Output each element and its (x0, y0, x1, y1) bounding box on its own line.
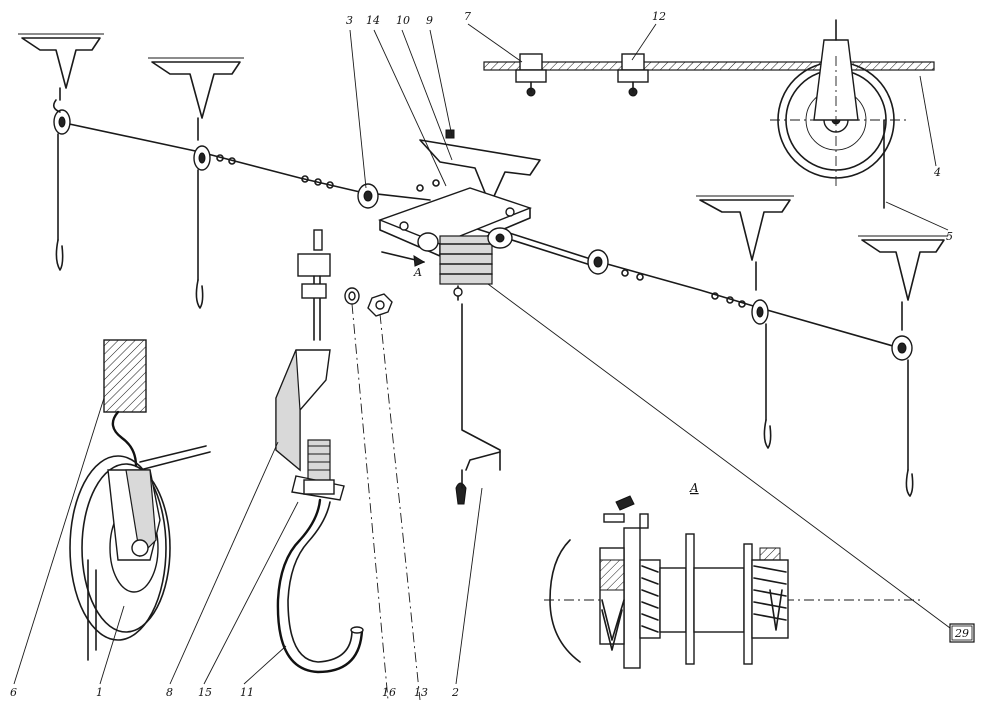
pulley-mid-right (587, 249, 609, 275)
view-marker-label: A (413, 266, 422, 279)
winch-crank (453, 285, 501, 505)
rail-clamp-left (515, 53, 547, 97)
hook-assembly (275, 229, 364, 674)
wall-pulley (770, 19, 910, 209)
callout-7: 7 (464, 10, 471, 23)
washer (344, 287, 360, 305)
ceiling-beam-1 (18, 33, 104, 101)
wall-rail (483, 53, 935, 97)
callout-15: 15 (198, 686, 212, 699)
callout-5: 5 (946, 230, 953, 243)
callout-13: 13 (414, 686, 428, 699)
callout-14: 14 (366, 14, 380, 27)
callout-29: 29 (954, 627, 969, 640)
rail-clamp-right (617, 53, 649, 97)
nut (367, 293, 393, 317)
ceiling-beam-3 (696, 195, 794, 291)
pulley-left-2 (193, 145, 211, 309)
pulley-mid-left (357, 183, 379, 209)
pulley-left-1 (52, 99, 71, 271)
pulley-detail-large (69, 339, 211, 661)
view-arrow-a: A (381, 251, 426, 279)
ceiling-beam-2 (148, 57, 244, 141)
callout-8: 8 (166, 686, 173, 699)
detail-title: A (689, 481, 699, 495)
winch-drum (417, 227, 513, 285)
callout-10: 10 (396, 14, 410, 27)
pulley-right-1 (751, 299, 772, 449)
callout-16: 16 (382, 686, 396, 699)
ceiling-beam-4 (858, 235, 948, 331)
main-rope (59, 121, 901, 349)
callout-11: 11 (240, 686, 254, 699)
callout-9: 9 (426, 14, 433, 27)
callout-6: 6 (10, 686, 17, 699)
winch-mount-beam (419, 129, 541, 206)
callouts: 3 14 10 9 7 12 4 5 6 1 8 15 11 16 13 2 2… (10, 10, 975, 699)
leader-lines (13, 23, 951, 685)
callout-29-box: 29 (949, 623, 975, 643)
callout-2: 2 (451, 686, 459, 699)
section-detail-a (544, 495, 920, 669)
callout-3: 3 (346, 14, 353, 27)
callout-4: 4 (933, 166, 941, 179)
callout-12: 12 (652, 10, 666, 23)
callout-1: 1 (96, 686, 103, 699)
pulley-right-2 (891, 335, 914, 497)
